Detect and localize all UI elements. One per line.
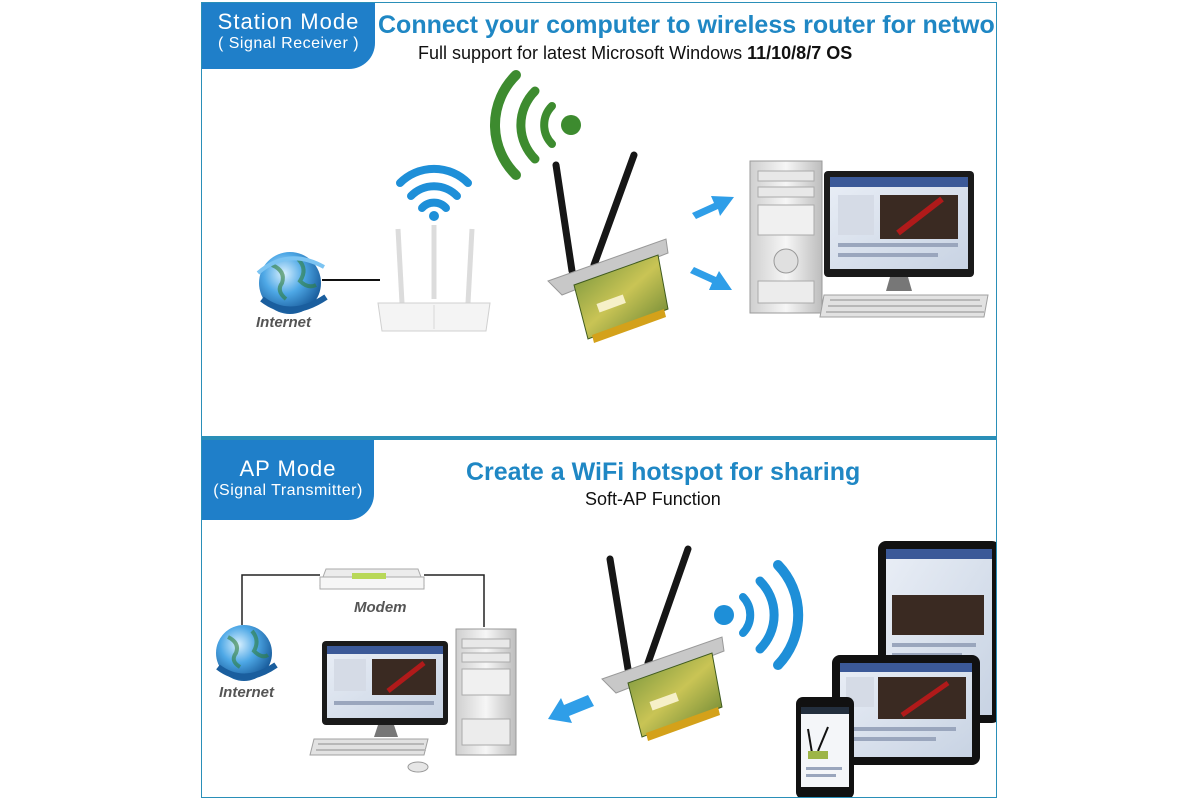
- wifi-signal-icon: [489, 70, 581, 180]
- ap-headline: Create a WiFi hotspot for sharing: [466, 458, 861, 486]
- wifi-signal-icon: [714, 560, 804, 670]
- illustrations: [216, 70, 996, 797]
- globe-icon: [256, 252, 328, 314]
- section-divider: [202, 436, 996, 440]
- arrow-icon: [690, 196, 734, 290]
- network-cable: [241, 574, 485, 627]
- station-mode-badge: Station Mode ( Signal Receiver ): [202, 3, 375, 69]
- infographic-frame: Station Mode ( Signal Receiver ) Connect…: [201, 2, 997, 798]
- globe-icon: [216, 625, 278, 681]
- ap-internet-label: Internet: [219, 684, 275, 701]
- wifi-router-icon: [377, 225, 491, 332]
- pcie-wifi-card-icon: [601, 545, 725, 741]
- ap-mode-title: AP Mode: [239, 456, 337, 481]
- station-mode-subtitle: ( Signal Receiver ): [217, 35, 360, 52]
- station-subline: Full support for latest Microsoft Window…: [418, 43, 852, 64]
- desktop-computer-icon: [309, 628, 517, 773]
- ap-mode-subtitle: (Signal Transmitter): [213, 482, 363, 499]
- station-subline-text: Full support for latest Microsoft Window…: [418, 43, 743, 63]
- tablet-icon: [832, 655, 980, 765]
- ap-mode-badge: AP Mode (Signal Transmitter): [202, 440, 374, 520]
- station-os-versions: 11/10/8/7 OS: [747, 43, 853, 63]
- station-headline: Connect your computer to wireless router…: [378, 11, 997, 39]
- phone-icon: [796, 697, 854, 797]
- station-internet-label: Internet: [256, 314, 312, 331]
- modem-icon: [319, 568, 425, 590]
- station-mode-title: Station Mode: [217, 9, 360, 34]
- pcie-wifi-card-icon: [547, 151, 669, 343]
- arrow-icon: [548, 695, 594, 723]
- modem-label: Modem: [354, 599, 407, 616]
- wifi-signal-icon: [396, 164, 472, 221]
- ap-subline: Soft-AP Function: [585, 489, 721, 509]
- desktop-computer-icon: [749, 160, 989, 318]
